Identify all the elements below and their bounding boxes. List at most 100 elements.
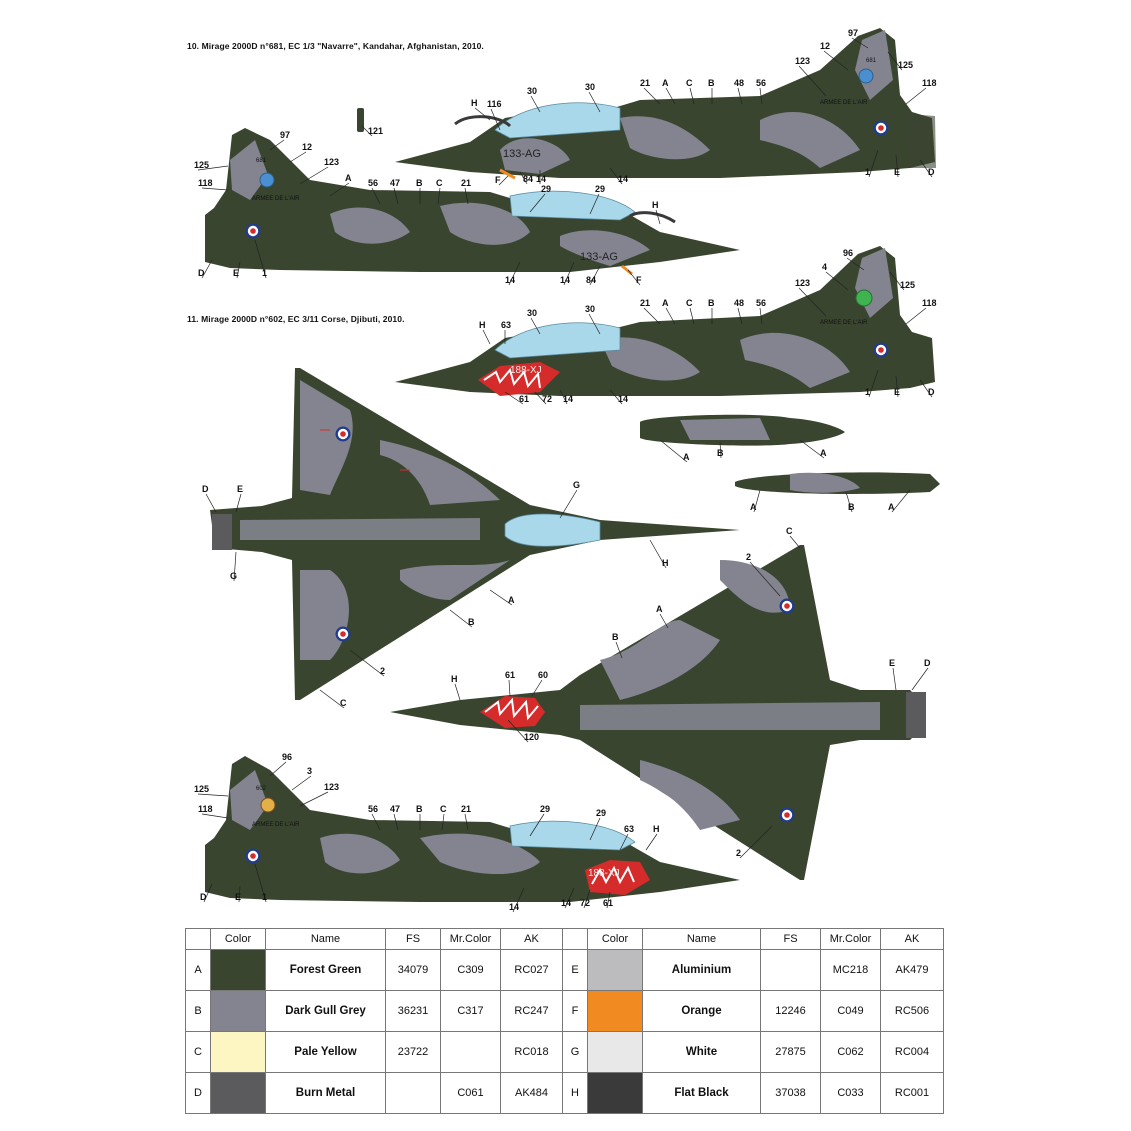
leader-line [589,193,600,215]
callout-n125: 125 [900,280,915,290]
legend-key: B [185,990,211,1032]
callout-B: B [416,804,423,814]
leader-line [205,493,217,513]
callout-n1: 1 [865,167,870,177]
leader-line [649,539,667,569]
legend-name: Aluminium [642,949,761,991]
callout-n30: 30 [527,86,537,96]
leader-line [531,679,543,697]
callout-n3: 3 [307,766,312,776]
leader-line [868,149,879,178]
leader-line [201,187,229,191]
callout-n63: 63 [624,824,634,834]
refuel-probe [454,115,512,128]
leader-line [889,271,905,291]
callout-A: A [888,502,895,512]
leader-line [559,389,568,405]
tail-number-11-left: 602 [256,786,267,792]
header-color-left: Color [210,928,266,950]
leader-line [437,187,441,205]
code-10-left: 133-AG [580,251,618,263]
callout-C: C [786,526,793,536]
callout-B: B [612,632,619,642]
leader-line [753,489,761,513]
leader-line [789,535,801,549]
legend-ak: AK484 [500,1072,563,1114]
callout-n47: 47 [390,178,400,188]
color-swatch [588,950,642,990]
color-swatch [588,1032,642,1072]
callout-n125: 125 [194,160,209,170]
profiles-artwork: 133-AG ARMEE DE L'AIR 681 133-AG ARMEE D… [194,28,940,913]
legend-fs: 34079 [385,949,441,991]
header-mrcolor-left: Mr.Color [440,928,501,950]
leader-line [559,489,578,519]
leader-line [482,329,491,345]
callout-n96: 96 [843,248,853,258]
callout-n123: 123 [795,56,810,66]
legend-ak: RC018 [500,1031,563,1073]
leader-line [823,50,849,71]
leader-line [299,166,329,185]
leader-line [737,307,743,325]
legend-name: White [642,1031,761,1073]
leader-line [606,891,611,909]
probe-detail [357,108,364,132]
legend-ak: RC506 [880,990,944,1032]
callout-n125: 125 [194,784,209,794]
leader-line [474,107,491,121]
legend-mrcolor: MC218 [820,949,881,991]
callout-A: A [662,298,669,308]
callout-n125: 125 [898,60,913,70]
leader-line [233,551,237,582]
legend-swatch [587,949,643,991]
header-fs-left: FS [385,928,441,950]
leader-line [201,813,229,819]
leader-line [583,889,591,909]
callout-n2: 2 [736,848,741,858]
callout-n30: 30 [585,304,595,314]
code-10-right: 133-AG [503,148,541,160]
leader-line [798,287,827,317]
callout-n48: 48 [734,298,744,308]
air-force-text-11-right: ARMEE DE L'AIR [820,320,868,326]
callout-n72: 72 [580,898,590,908]
color-swatch [211,1032,265,1072]
legend-key: F [562,990,588,1032]
unit-badge-icon-2 [259,172,275,188]
callout-H: H [451,674,458,684]
leader-line [349,649,385,677]
callout-n30: 30 [527,308,537,318]
leader-line [490,108,501,131]
leader-line [919,379,933,398]
leader-line [665,87,676,105]
callout-n1: 1 [865,387,870,397]
callout-n48: 48 [734,78,744,88]
leader-line [851,37,869,49]
leader-line [269,761,287,777]
callout-n14: 14 [509,902,519,912]
callout-n84: 84 [586,275,596,285]
header-ak-left: AK [500,928,563,950]
profile-11-left-side: 188-XJ ARMEE DE L'AIR 602 [205,756,740,902]
callout-n12: 12 [302,142,312,152]
callout-A: A [508,595,515,605]
callout-H: H [652,200,659,210]
profile-11-right-side: 188-XJ ARMEE DE L'AIR [395,246,935,396]
legend-ak: RC001 [880,1072,944,1114]
color-legend-table: Color Name FS Mr.Color AK Color Name FS … [185,928,944,1114]
legend-header-row: Color Name FS Mr.Color AK Color Name FS … [185,928,944,950]
callout-n56: 56 [368,804,378,814]
callout-C: C [440,804,447,814]
air-force-text-10-right: ARMEE DE L'AIR [820,100,868,106]
color-swatch [588,1073,642,1113]
legend-fs: 12246 [760,990,821,1032]
unit-badge-icon [858,68,874,84]
leader-line [825,271,849,291]
legend-mrcolor: C309 [440,949,501,991]
leader-line [454,683,461,701]
callout-n120: 120 [524,732,539,742]
callout-n29: 29 [541,184,551,194]
header-mrcolor-right: Mr.Color [820,928,881,950]
